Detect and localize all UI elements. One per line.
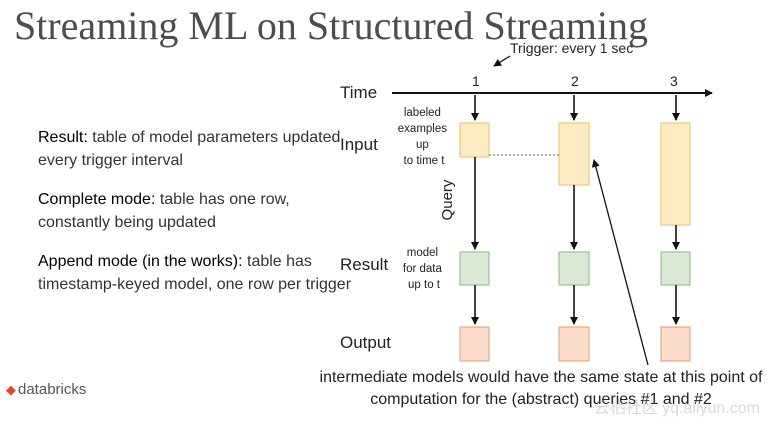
row-label-output: Output — [340, 333, 391, 352]
bullet-result: Result: table of model parameters update… — [38, 126, 358, 172]
bullet-head: Complete mode: — [38, 191, 156, 208]
bullet-body: table of model parameters updated every … — [38, 129, 341, 169]
tick-label-3: 3 — [670, 73, 678, 89]
input-box — [660, 122, 691, 226]
caption-pointer-arrow — [591, 159, 649, 366]
output-box — [459, 326, 490, 362]
trigger-label: Trigger: every 1 sec — [510, 40, 633, 56]
bullet-append-mode: Append mode (in the works): table has ti… — [38, 250, 358, 296]
tick-label-2: 2 — [571, 73, 579, 89]
databricks-logo-icon: ◆ — [6, 381, 16, 397]
result-note-line: model — [407, 247, 438, 259]
output-box — [660, 326, 691, 362]
row-label-result: Result — [340, 255, 388, 274]
result-note-line: for data — [403, 263, 443, 275]
output-box — [558, 326, 590, 362]
row-label-input: Input — [340, 135, 378, 154]
bullet-body: table has timestamp-keyed model, one row… — [38, 253, 352, 293]
tick-label-1: 1 — [472, 73, 480, 89]
input-box — [558, 122, 590, 186]
result-box — [459, 251, 490, 286]
input-note-line: labeled — [404, 107, 441, 119]
result-note-line: up to t — [408, 279, 441, 291]
bullet-head: Append mode (in the works): — [38, 253, 243, 270]
watermark: 云栖社区 yq.aliyun.com — [593, 400, 760, 417]
bullet-complete-mode: Complete mode: table has one row, consta… — [38, 188, 358, 234]
caption: intermediate models would have the same … — [319, 369, 763, 408]
databricks-logo: ◆ databricks — [6, 381, 86, 398]
trigger-pointer-arrow — [493, 55, 511, 67]
input-box — [459, 122, 490, 158]
input-note-line: examples — [398, 123, 447, 135]
input-note: labeled examples up to time t — [398, 107, 450, 167]
input-note-line: up — [416, 139, 429, 151]
slide-title: Streaming ML on Structured Streaming — [14, 3, 648, 48]
result-note: model for data up to t — [403, 247, 445, 291]
bullet-head: Result: — [38, 129, 88, 146]
result-box — [558, 251, 590, 286]
logo-text: databricks — [18, 381, 87, 398]
query-label: Query — [439, 179, 456, 220]
input-note-line: to time t — [404, 155, 446, 167]
bullet-list: Result: table of model parameters update… — [38, 126, 358, 312]
bullet-body: table has one row, constantly being upda… — [38, 191, 290, 231]
result-box — [660, 251, 691, 286]
time-label: Time — [340, 83, 377, 102]
